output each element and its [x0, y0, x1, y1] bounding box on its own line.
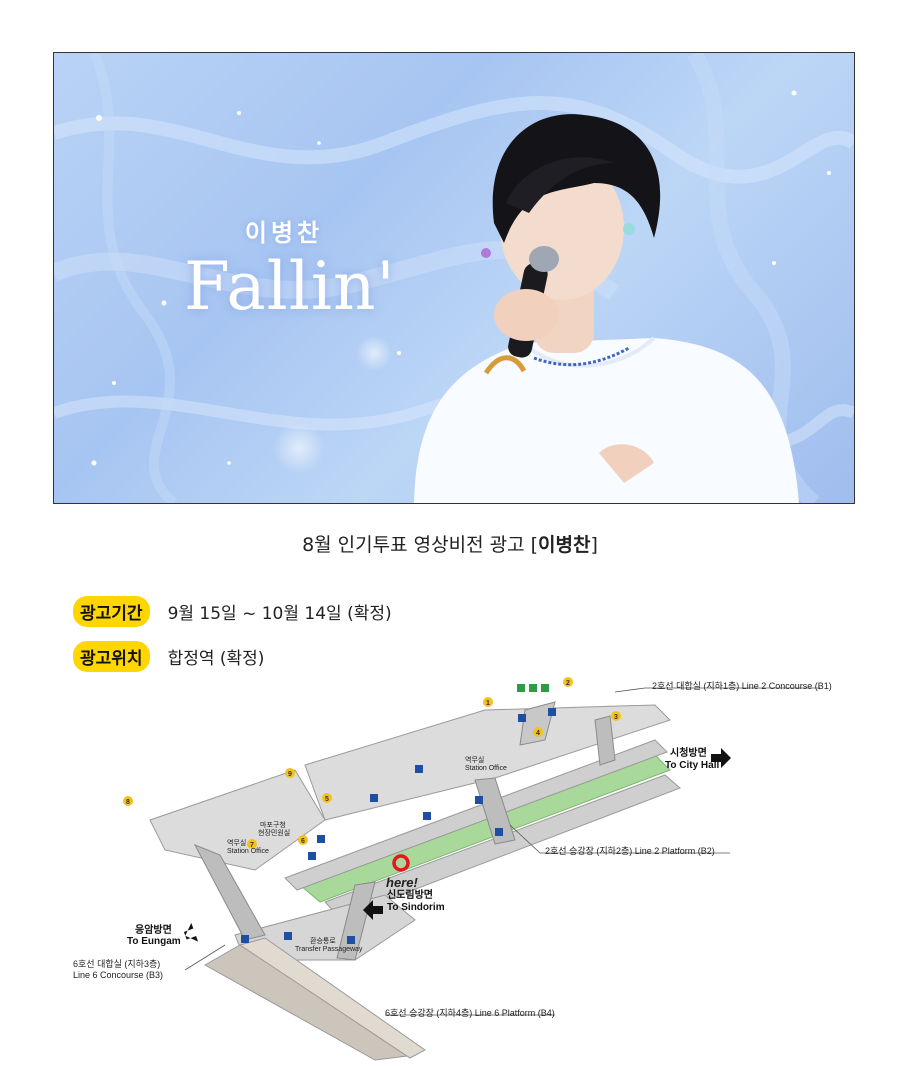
- eungam-direction-en: To Eungam: [127, 936, 181, 947]
- performer-photo: [414, 114, 799, 503]
- exit-2-label: 2: [566, 680, 570, 687]
- ad-location-value: 합정역 (확정): [167, 648, 265, 669]
- line2-concourse-label: 2호선 대합실 (지하1층) Line 2 Concourse (B1): [652, 681, 832, 691]
- banner-artist-name: 이병찬: [244, 219, 324, 247]
- line6-platform-label: 6호선 승강장 (지하4층) Line 6 Platform (B4): [385, 1008, 555, 1018]
- exit-7-label: 7: [250, 842, 254, 849]
- station-map-drawing: 1 2 3 4 5 6 7 8 9: [123, 677, 820, 1061]
- eungam-direction-ko: 응암방면: [135, 925, 172, 936]
- line6-concourse-label-ko: 6호선 대합실 (지하3층): [73, 959, 161, 969]
- station-office-b1-west-ko: 역무실: [227, 840, 247, 847]
- station-office-b1-west-en: Station Office: [227, 848, 269, 855]
- caption-prefix: 8월 인기투표 영상비전 광고 [: [302, 534, 539, 556]
- ad-period-label: 광고기간: [73, 595, 150, 627]
- exit-5-label: 5: [325, 796, 329, 803]
- arrow-sindorim-icon: [363, 900, 383, 920]
- station-office-b1-en: Station Office: [465, 765, 507, 772]
- transfer-passageway-ko: 환승통로: [310, 938, 336, 945]
- arrow-eungam-icon: [183, 922, 199, 942]
- exit-9-label: 9: [288, 771, 292, 778]
- ad-period-value: 9월 15일 ~ 10월 14일 (확정): [167, 603, 392, 624]
- civil-service-label-2: 현장민원실: [258, 830, 291, 837]
- line2-platform-label: 2호선 승강장 (지하2층) Line 2 Platform (B2): [545, 846, 715, 856]
- civil-service-label-1: 마포구청: [260, 822, 286, 829]
- banner-song-title: Fallin': [184, 248, 396, 325]
- here-label: here!: [386, 875, 418, 890]
- sindorim-direction-en: To Sindorim: [387, 902, 445, 913]
- exit-1-label: 1: [486, 700, 490, 707]
- exit-6-label: 6: [301, 838, 305, 845]
- line6-concourse-label-en: Line 6 Concourse (B3): [73, 970, 164, 980]
- exit-3-label: 3: [614, 714, 618, 721]
- transfer-passageway-en: Transfer Passageway: [295, 946, 363, 953]
- exit-8-label: 8: [126, 799, 130, 806]
- exit-4-label: 4: [536, 730, 540, 737]
- ad-caption: 8월 인기투표 영상비전 광고 [이병찬]: [0, 530, 900, 557]
- ad-period-row: 광고기간 9월 15일 ~ 10월 14일 (확정): [73, 595, 392, 627]
- arrow-city-hall-icon: [711, 748, 731, 768]
- city-hall-direction-en: To City Hall: [665, 760, 720, 771]
- promo-banner: 이병찬 Fallin': [53, 52, 855, 504]
- ad-location-label: 광고위치: [73, 640, 150, 672]
- caption-suffix: ]: [590, 534, 598, 556]
- station-office-b1-ko: 역무실: [465, 757, 485, 764]
- city-hall-direction-ko: 시청방면: [670, 748, 707, 759]
- caption-artist: 이병찬: [538, 534, 591, 556]
- ad-location-row: 광고위치 합정역 (확정): [73, 640, 265, 672]
- banner-background: [54, 53, 854, 503]
- here-marker-icon: [392, 854, 410, 872]
- sindorim-direction-ko: 신도림방면: [387, 890, 433, 901]
- station-map: 1 2 3 4 5 6 7 8 9: [55, 670, 845, 1065]
